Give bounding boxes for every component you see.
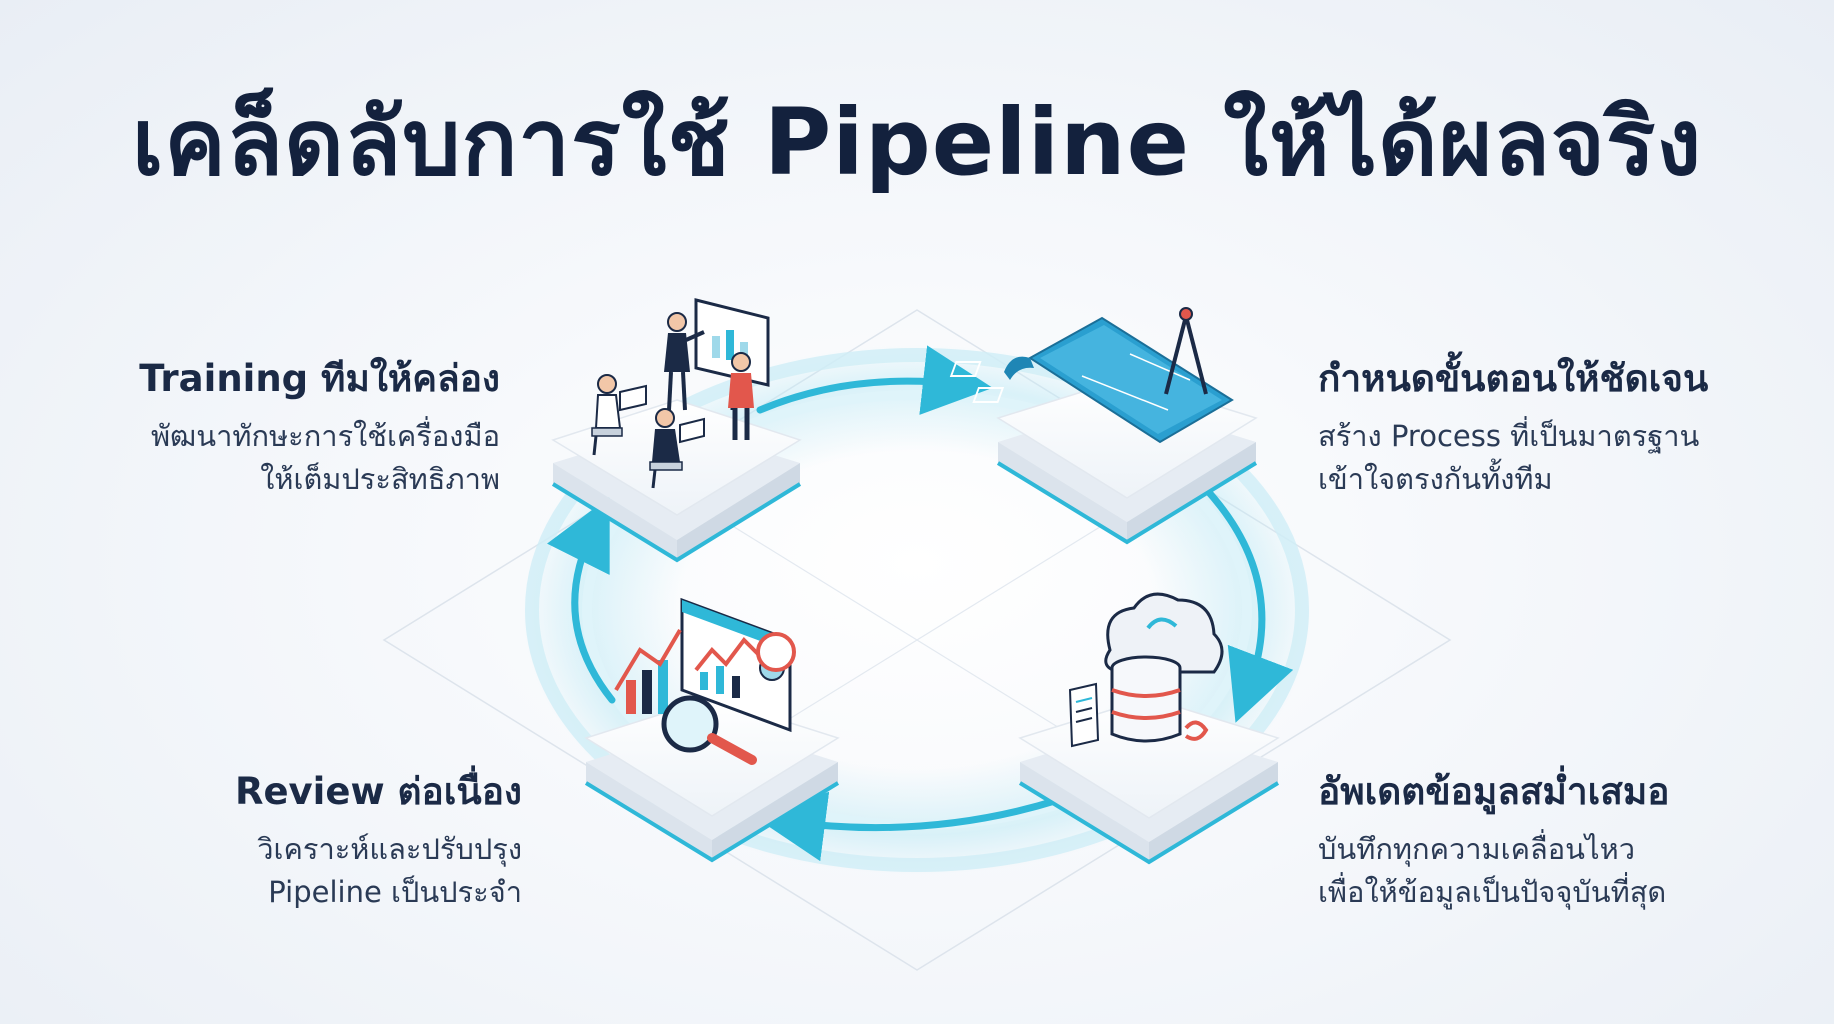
arrow-right [1201, 484, 1294, 723]
database-cloud-icon [1068, 592, 1224, 748]
step-training: Training ทีมให้คล่อง พัฒนาทักษะการใช้เคร… [60, 357, 500, 501]
page-title: เคล็ดลับการใช้ Pipeline ให้ได้ผลจริง [131, 89, 1703, 196]
step-define-process: กำหนดขั้นตอนให้ชัดเจน สร้าง Process ที่เ… [1318, 357, 1758, 501]
arrow-top [756, 345, 993, 415]
step-training-heading: Training ทีมให้คล่อง [139, 357, 500, 400]
arrow-bottom [755, 791, 1062, 862]
step-update-data: อัพเดตข้อมูลสม่ำเสมอ บันทึกทุกความเคลื่อ… [1318, 770, 1758, 914]
arrow-left [547, 496, 616, 704]
step-review: Review ต่อเนื่อง วิเคราะห์และปรับปรุง Pi… [82, 770, 522, 914]
step-review-heading: Review ต่อเนื่อง [234, 770, 522, 813]
step-define-process-desc-line2: เข้าใจตรงกันทั้งทีม [1318, 462, 1553, 497]
platform-database [1018, 592, 1280, 865]
blueprint-icon [949, 307, 1234, 444]
platform-review [584, 597, 840, 863]
analytics-review-icon [614, 597, 796, 765]
step-define-process-heading: กำหนดขั้นตอนให้ชัดเจน [1318, 357, 1709, 400]
step-update-data-heading: อัพเดตข้อมูลสม่ำเสมอ [1318, 770, 1670, 813]
step-review-desc-line2: Pipeline เป็นประจำ [268, 875, 522, 910]
team-training-icon [591, 298, 770, 489]
step-training-desc-line1: พัฒนาทักษะการใช้เครื่องมือ [150, 419, 500, 454]
step-review-desc-line1: วิเคราะห์และปรับปรุง [257, 832, 522, 867]
step-update-data-desc-line1: บันทึกทุกความเคลื่อนไหว [1318, 832, 1635, 867]
platform-blueprint [949, 307, 1258, 545]
step-define-process-desc-line1: สร้าง Process ที่เป็นมาตรฐาน [1318, 419, 1700, 454]
platform-training [551, 298, 802, 563]
step-update-data-desc-line2: เพื่อให้ข้อมูลเป็นปัจจุบันที่สุด [1318, 875, 1667, 910]
step-training-desc-line2: ให้เต็มประสิทธิภาพ [260, 462, 500, 497]
